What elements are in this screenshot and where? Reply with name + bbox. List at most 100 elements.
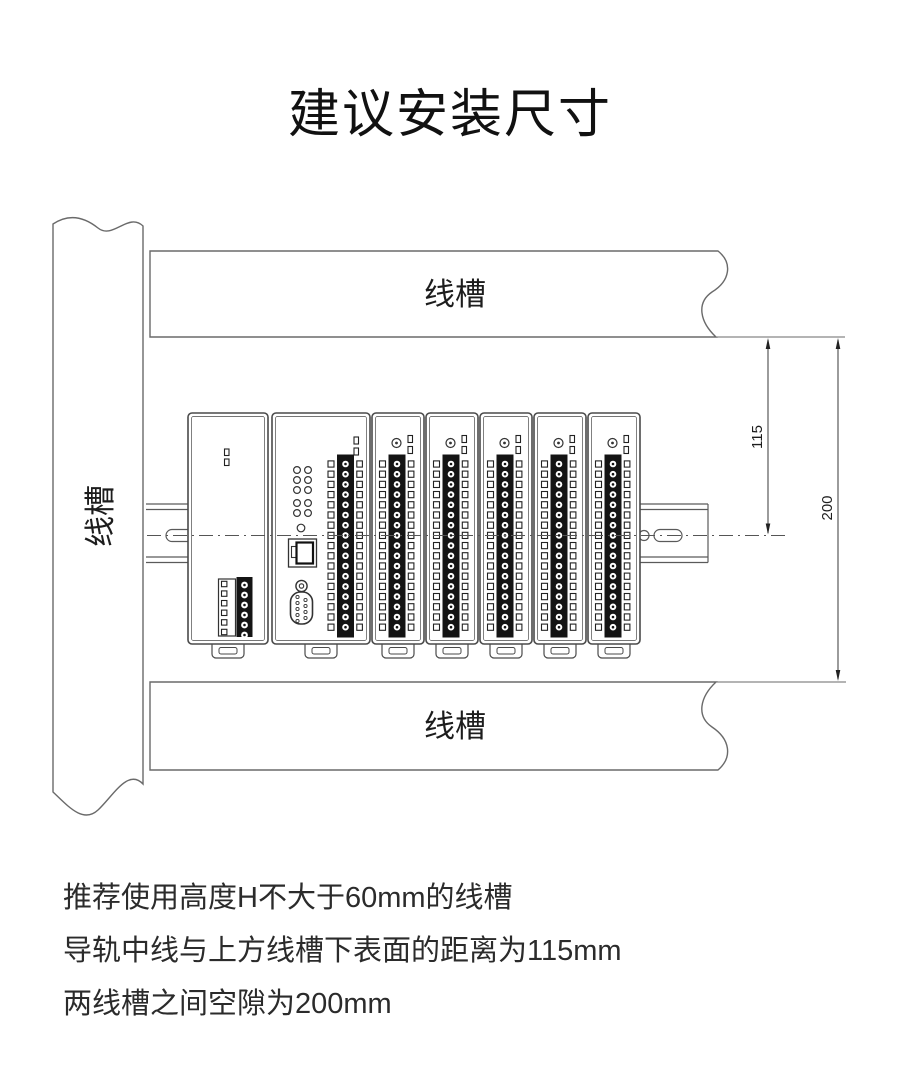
terminal-pin <box>461 552 469 560</box>
terminal-pin <box>623 613 631 621</box>
terminal-pin <box>327 572 335 580</box>
terminal-screw-dot <box>344 554 347 558</box>
terminal-screw-dot <box>557 605 561 609</box>
terminal-pin <box>432 460 441 468</box>
terminal-pin <box>569 552 577 560</box>
terminal-pin <box>623 511 631 519</box>
terminal-pin <box>356 613 363 621</box>
mounting-screw <box>553 437 564 449</box>
terminal-pin <box>220 580 228 588</box>
terminal-pin <box>356 541 363 550</box>
terminal-pin <box>407 501 415 509</box>
terminal-pin <box>461 572 469 580</box>
terminal-screw-dot <box>395 544 399 547</box>
terminal-pin <box>461 562 469 570</box>
terminal-pin <box>594 562 603 570</box>
terminal-screw-dot <box>449 513 453 517</box>
terminal-pin <box>486 541 495 550</box>
status-led <box>293 476 302 485</box>
terminal-pin <box>432 582 441 591</box>
terminal-pin <box>378 592 387 601</box>
terminal-pin <box>432 480 441 489</box>
module-io <box>425 412 479 659</box>
terminal-pin <box>378 552 387 560</box>
db9-screw-dot <box>298 583 305 589</box>
terminal-screw-dot <box>611 625 615 629</box>
terminal-pin <box>327 541 335 550</box>
db9-pin <box>295 594 300 600</box>
terminal-screw-dot <box>611 574 615 578</box>
terminal-screw-dot <box>611 493 615 496</box>
terminal-screw-dot <box>344 483 347 486</box>
terminal-pin <box>432 470 441 478</box>
dimension-200-label: 200 <box>819 495 836 520</box>
terminal-screw-dot <box>395 554 399 558</box>
terminal-pin <box>407 521 415 529</box>
terminal-pin <box>356 582 363 591</box>
terminal-screw-dot <box>557 585 561 588</box>
terminal-screw-dot <box>503 483 507 486</box>
terminal-screw-dot <box>611 554 615 558</box>
terminal-pin <box>540 582 549 591</box>
terminal-pin <box>378 460 387 468</box>
din-clip-tab <box>311 647 331 655</box>
terminal-pin <box>407 460 415 468</box>
led-indicator <box>569 434 576 444</box>
terminal-pin <box>461 582 469 591</box>
module-body-inner <box>591 416 637 641</box>
db9-shell <box>289 591 314 625</box>
terminal-screw-dot <box>344 493 347 496</box>
terminal-screw-dot <box>557 523 561 527</box>
terminal-pin <box>594 603 603 611</box>
terminal-pin <box>378 521 387 529</box>
terminal-screw-dot <box>449 574 453 578</box>
terminal-screw-dot <box>344 503 347 507</box>
terminal-screw-dot <box>557 615 561 619</box>
module-io <box>587 412 641 659</box>
led-indicator <box>407 434 414 444</box>
terminal-pin <box>486 460 495 468</box>
terminal-pin <box>356 480 363 489</box>
terminal-pin <box>594 490 603 499</box>
terminal-screw-dot <box>243 593 246 597</box>
module-cpu <box>271 412 371 659</box>
mounting-screw-dot <box>557 441 560 445</box>
terminal-pin <box>461 511 469 519</box>
terminal-pin <box>461 490 469 499</box>
terminal-screw-dot <box>503 544 507 547</box>
module-body-inner <box>429 416 475 641</box>
terminal-screw-dot <box>395 625 399 629</box>
dimension-115-label: 115 <box>749 425 766 449</box>
terminal-pin <box>432 541 441 550</box>
terminal-pin <box>594 582 603 591</box>
module-body-inner <box>537 416 583 641</box>
terminal-pin <box>486 613 495 621</box>
terminal-pin <box>327 613 335 621</box>
led-indicator <box>515 445 522 455</box>
terminal-screw-dot <box>449 462 453 466</box>
terminal-pin <box>594 460 603 468</box>
terminal-pin <box>486 582 495 591</box>
terminal-pin <box>540 562 549 570</box>
terminal-pin <box>515 582 523 591</box>
db9-pin <box>303 603 308 609</box>
terminal-pin <box>515 490 523 499</box>
terminal-screw-dot <box>611 564 615 568</box>
terminal-pin <box>432 562 441 570</box>
terminal-screw-dot <box>503 513 507 517</box>
ethernet-port-jack <box>295 541 315 565</box>
terminal-pin <box>540 613 549 621</box>
terminal-pin <box>327 501 335 509</box>
mounting-screw <box>445 437 456 449</box>
terminal-pin <box>327 480 335 489</box>
left-duct: 线槽 <box>52 217 144 816</box>
terminal-pin <box>486 572 495 580</box>
terminal-pin <box>432 552 441 560</box>
terminal-pin <box>432 592 441 601</box>
terminal-pin <box>378 623 387 631</box>
terminal-screw-dot <box>611 513 615 517</box>
terminal-screw-dot <box>395 615 399 619</box>
terminal-screw-dot <box>503 585 507 588</box>
terminal-pin <box>220 628 228 636</box>
terminal-screw-dot <box>449 554 453 558</box>
